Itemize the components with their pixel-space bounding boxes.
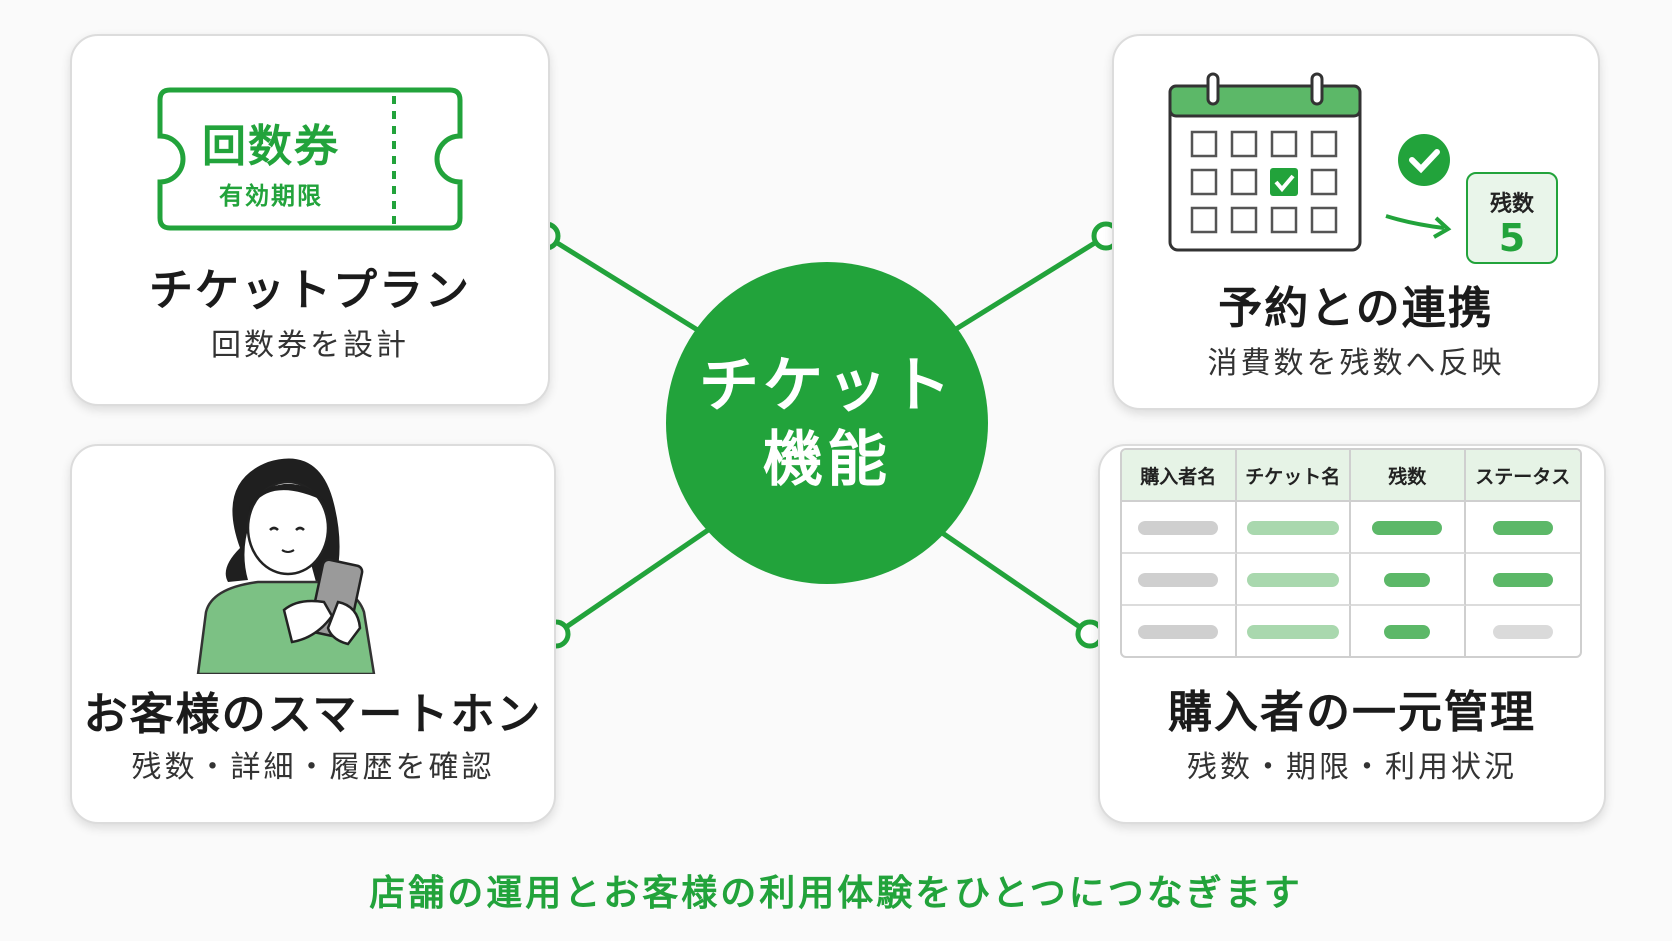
placeholder-bar <box>1246 521 1339 535</box>
remaining-label: 残数 <box>1489 192 1534 217</box>
placeholder-bar <box>1138 521 1219 535</box>
buyer-management-subtitle: 残数・期限・利用状況 <box>1187 750 1517 785</box>
table-row <box>1122 606 1580 656</box>
reservation-subtitle: 消費数を残数へ反映 <box>1207 346 1505 381</box>
ticket-expiry-label: 有効期限 <box>219 182 323 210</box>
placeholder-bar <box>1138 625 1219 639</box>
calendar-icon <box>1168 72 1452 252</box>
buyer-table: 購入者名 チケット名 残数 ステータス <box>1120 448 1582 658</box>
remaining-count-box: 残数 5 <box>1466 172 1558 264</box>
smartphone-subtitle: 残数・詳細・履歴を確認 <box>131 750 495 785</box>
column-header-status: ステータス <box>1465 450 1580 502</box>
ticket-feature-hub: チケット 機能 <box>666 262 988 584</box>
placeholder-bar <box>1492 521 1553 535</box>
arrow-icon <box>1385 214 1445 230</box>
buyer-management-card[interactable]: 購入者名 チケット名 残数 ステータス <box>1098 444 1606 824</box>
ticket-plan-title: チケットプラン <box>149 265 471 316</box>
smartphone-title: お客様のスマートホン <box>83 689 543 740</box>
connector-line-bottom-left <box>554 523 716 637</box>
buyer-management-title: 購入者の一元管理 <box>1168 687 1536 738</box>
placeholder-bar <box>1246 573 1339 587</box>
person-with-phone-illustration <box>196 458 376 674</box>
ticket-main-label: 回数券 <box>202 121 340 172</box>
ticket-icon <box>157 87 463 231</box>
column-header-ticket: チケット名 <box>1236 450 1351 502</box>
ticket-plan-subtitle: 回数券を設計 <box>211 328 409 363</box>
smartphone-card[interactable]: お客様のスマートホン 残数・詳細・履歴を確認 <box>70 444 556 824</box>
connector-line-top-left <box>544 233 706 337</box>
placeholder-bar <box>1384 625 1431 639</box>
column-header-buyer: 購入者名 <box>1122 450 1237 502</box>
placeholder-bar <box>1138 573 1219 587</box>
connector-line-bottom-right <box>936 527 1092 637</box>
placeholder-bar <box>1372 521 1443 535</box>
tagline: 店舗の運用とお客様の利用体験をひとつにつなぎます <box>369 873 1303 914</box>
reservation-card[interactable]: 残数 5 予約との連携 消費数を残数へ反映 <box>1112 34 1600 410</box>
reservation-title: 予約との連携 <box>1218 283 1494 334</box>
table-header-row: 購入者名 チケット名 残数 ステータス <box>1122 450 1580 502</box>
calendar-check-cell <box>1270 168 1298 196</box>
remaining-value: 5 <box>1498 216 1526 260</box>
column-header-remaining: 残数 <box>1351 450 1466 502</box>
table-row <box>1122 502 1580 554</box>
placeholder-bar <box>1492 573 1553 587</box>
placeholder-bar <box>1384 573 1431 587</box>
placeholder-bar <box>1492 625 1553 639</box>
connector-line-top-right <box>946 233 1108 337</box>
check-circle-icon <box>1398 134 1450 186</box>
ticket-plan-card[interactable]: 回数券 有効期限 チケットプラン 回数券を設計 <box>70 34 550 406</box>
placeholder-bar <box>1246 625 1339 639</box>
hub-label-line1: チケット <box>699 351 955 421</box>
hub-label-line2: 機能 <box>763 425 891 495</box>
ticket-illustration: 回数券 有効期限 <box>156 86 464 232</box>
table-row <box>1122 554 1580 606</box>
